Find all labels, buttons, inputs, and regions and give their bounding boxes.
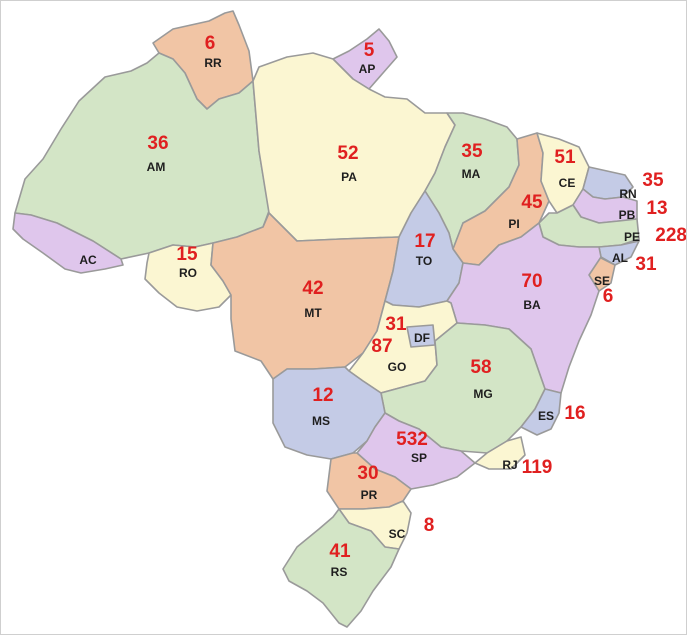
state-abbr-se: SE: [594, 274, 610, 288]
state-ac: [12, 212, 124, 274]
state-abbr-rj: RJ: [502, 458, 517, 472]
state-abbr-pa: PA: [341, 170, 357, 184]
state-abbr-ma: MA: [462, 167, 481, 181]
value-label-go: 87: [371, 336, 392, 357]
state-abbr-to: TO: [416, 254, 432, 268]
value-label-es: 16: [564, 403, 585, 424]
state-abbr-ms: MS: [312, 414, 330, 428]
value-label-al: 31: [635, 254, 657, 275]
value-label-se: 6: [603, 286, 614, 307]
state-abbr-sp: SP: [411, 451, 427, 465]
value-label-rj: 119: [522, 457, 553, 478]
state-pr: [326, 452, 412, 510]
state-abbr-ap: AP: [359, 62, 376, 76]
state-rj: [474, 436, 526, 470]
value-label-ap: 5: [364, 40, 375, 61]
state-mt: [210, 212, 400, 380]
value-label-pe: 228: [655, 225, 686, 246]
state-es: [520, 388, 562, 436]
state-abbr-rn: RN: [619, 187, 636, 201]
value-label-mt: 42: [302, 278, 323, 299]
state-abbr-sc: SC: [389, 527, 406, 541]
value-label-pa: 52: [337, 143, 358, 164]
value-label-ce: 51: [554, 147, 576, 168]
value-label-pr: 30: [357, 463, 378, 484]
state-abbr-df: DF: [414, 331, 430, 345]
value-label-ro: 15: [176, 244, 198, 265]
state-ro: [144, 242, 232, 312]
state-abbr-ba: BA: [523, 298, 541, 312]
state-abbr-ro: RO: [179, 266, 197, 280]
value-label-am: 36: [147, 133, 168, 154]
value-label-pb: 13: [646, 198, 667, 219]
state-sp: [356, 412, 476, 490]
state-abbr-go: GO: [388, 360, 407, 374]
value-label-sc: 8: [424, 515, 435, 536]
state-abbr-al: AL: [612, 251, 628, 265]
state-abbr-rr: RR: [204, 56, 222, 70]
state-abbr-mg: MG: [473, 387, 492, 401]
value-label-df: 31: [385, 314, 407, 335]
state-abbr-ac: AC: [79, 253, 97, 267]
value-label-mg: 58: [470, 357, 491, 378]
state-abbr-mt: MT: [304, 306, 322, 320]
state-abbr-ce: CE: [559, 176, 576, 190]
value-label-rs: 41: [329, 541, 351, 562]
value-label-ma: 35: [461, 141, 483, 162]
state-abbr-am: AM: [147, 160, 166, 174]
state-abbr-pi: PI: [508, 217, 519, 231]
value-label-sp: 532: [396, 429, 428, 450]
state-abbr-es: ES: [538, 409, 554, 423]
value-label-pi: 45: [521, 192, 543, 213]
value-label-ba: 70: [521, 271, 542, 292]
state-abbr-rs: RS: [331, 565, 348, 579]
state-abbr-pe: PE: [624, 230, 640, 244]
value-label-rr: 6: [205, 33, 216, 54]
state-rs: [282, 508, 400, 628]
value-label-to: 17: [414, 231, 435, 252]
value-label-rn: 35: [642, 170, 664, 191]
state-abbr-pb: PB: [619, 208, 636, 222]
state-abbr-pr: PR: [361, 488, 378, 502]
value-label-ms: 12: [312, 385, 333, 406]
